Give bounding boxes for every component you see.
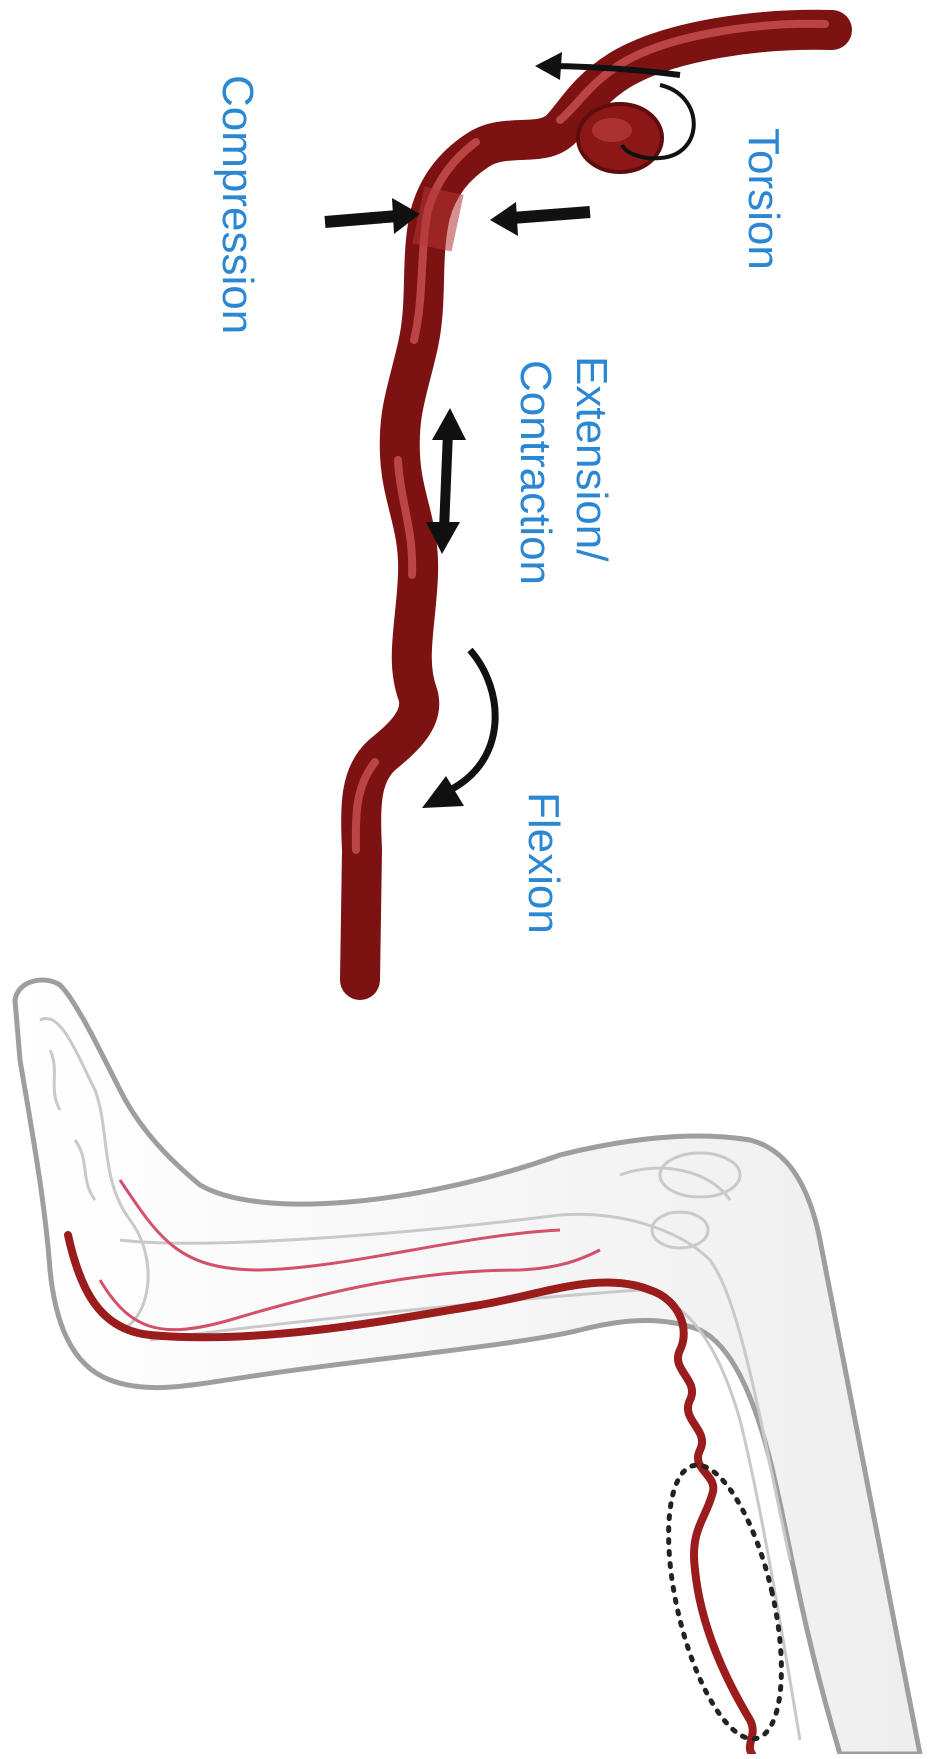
leg-illustration — [15, 980, 920, 1754]
extension-label: Extension/ — [566, 356, 616, 561]
extension-contraction-arrow-icon — [426, 408, 466, 554]
contraction-label: Contraction — [510, 360, 560, 585]
flexion-label: Flexion — [518, 792, 568, 934]
compression-label: Compression — [212, 75, 262, 334]
torsion-label: Torsion — [738, 128, 788, 270]
